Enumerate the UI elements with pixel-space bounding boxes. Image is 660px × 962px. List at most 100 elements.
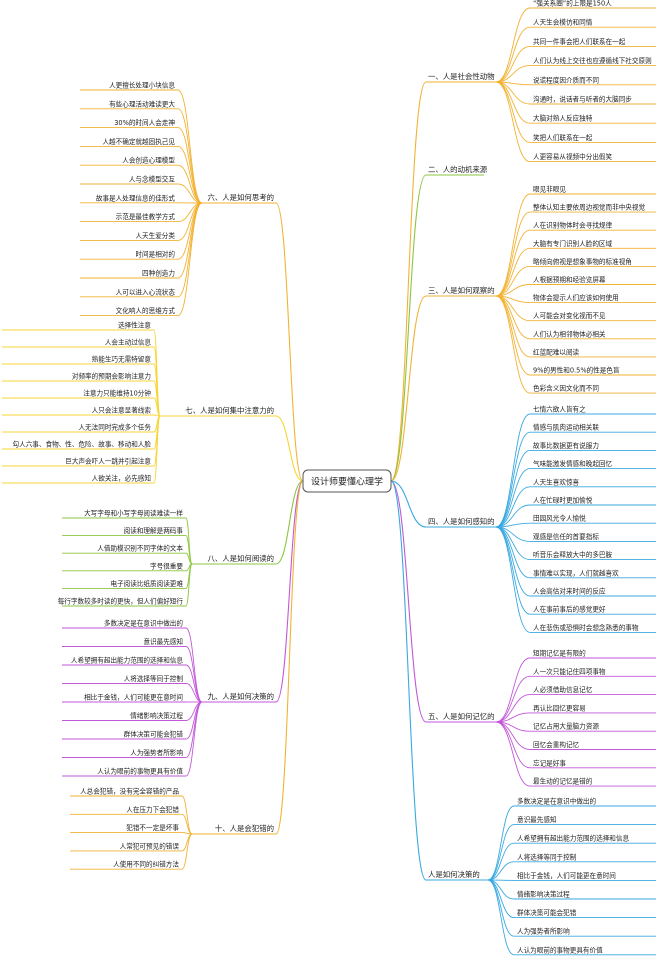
leaf-node-label[interactable]: 人们认为相邻物体必相关 <box>533 329 606 338</box>
branch-node-label[interactable]: 五、人是如何记忆的 <box>428 712 495 721</box>
leaf-node-label[interactable]: 人认为眼前的事物更具有价值 <box>97 767 183 776</box>
leaf-node-label[interactable]: 四种创造力 <box>142 269 175 278</box>
leaf-node-label[interactable]: 人借助模识别不同字体的文本 <box>97 544 183 553</box>
leaf-node-label[interactable]: 人们认为线上交往也应遵循线下社交原则 <box>533 56 652 65</box>
leaf-node-label[interactable]: 人总会犯错，没有完全容错的产品 <box>80 787 179 796</box>
leaf-node-label[interactable]: 情绪影响决策过程 <box>130 711 183 720</box>
leaf-node-label[interactable]: 说谎程度因介质而不同 <box>533 75 599 84</box>
leaf-node-label[interactable]: 情绪影响决策过程 <box>517 890 570 899</box>
leaf-node-label[interactable]: 人天生爱分类 <box>135 231 175 240</box>
leaf-node-label[interactable]: 相比于金钱，人们可能更在意时间 <box>517 871 616 880</box>
leaf-node-label[interactable]: 每行字数较多时读的更快，但人们偏好短行 <box>58 597 184 606</box>
leaf-node-label[interactable]: 人更擅长处理小块信息 <box>109 81 175 90</box>
branch-node-label[interactable]: 九、人是如何决策的 <box>207 692 274 701</box>
leaf-node-label[interactable]: 故事是人处理信息的佳形式 <box>96 193 176 202</box>
branch-node-label[interactable]: 三、人是如何观察的 <box>428 286 495 295</box>
leaf-node-label[interactable]: 文化响人的思维方式 <box>116 306 176 315</box>
leaf-node-label[interactable]: 物体会提示人们应该如何使用 <box>533 293 619 302</box>
leaf-node-label[interactable]: 人一次只能记住四项事物 <box>533 667 606 676</box>
leaf-node-label[interactable]: 大写字母和小写字母阅读难读一样 <box>84 509 183 518</box>
leaf-node-label[interactable]: 笑把人们联系在一起 <box>533 133 593 142</box>
leaf-node-label[interactable]: 人希望拥有超出能力范围的选择和信息 <box>71 656 183 665</box>
branch-node-label[interactable]: 七、人是如何集中注意力的 <box>185 406 274 415</box>
branch-node-label[interactable]: 四、人是如何感知的 <box>428 517 495 526</box>
leaf-node-label[interactable]: 回忆会重构记忆 <box>533 740 580 749</box>
leaf-node-label[interactable]: 注意力只能维持10分钟 <box>83 389 151 398</box>
leaf-node-label[interactable]: 勾人六事、食物、性、危险、故事、移动和人脸 <box>13 440 152 449</box>
leaf-node-label[interactable]: 意识最先感知 <box>517 815 557 824</box>
leaf-node-label[interactable]: 人将选择等同于控制 <box>124 674 184 683</box>
leaf-node-label[interactable]: 人可以进入心流状态 <box>116 287 176 296</box>
leaf-node-label[interactable]: 整体认知主要依周边视觉而非中央视觉 <box>533 203 645 212</box>
leaf-node-label[interactable]: 记忆占用大量脑力资源 <box>533 722 599 731</box>
leaf-node-label[interactable]: 情感与肌肉运动相关联 <box>533 423 599 432</box>
leaf-node-label[interactable]: 人会高估对来时间的反应 <box>533 587 606 596</box>
leaf-node-label[interactable]: 红蓝配难以阅读 <box>533 347 580 356</box>
leaf-node-label[interactable]: 人将选择等同于控制 <box>517 852 577 861</box>
leaf-node-label[interactable]: 人无法同时完成多个任务 <box>78 423 151 432</box>
leaf-node-label[interactable]: 七情六欲人皆有之 <box>533 405 586 414</box>
leaf-node-label[interactable]: 犯错不一定是坏事 <box>126 823 179 832</box>
leaf-node-label[interactable]: 人天生喜欢惊喜 <box>533 477 580 486</box>
leaf-node-label[interactable]: 人会创造心理模型 <box>122 156 175 165</box>
leaf-node-label[interactable]: 人在忙碌时更加愉悦 <box>533 496 593 505</box>
leaf-node-label[interactable]: 再认比回忆更容易 <box>533 703 586 712</box>
leaf-node-label[interactable]: 人根据预期和经验览屏幕 <box>533 275 606 284</box>
leaf-node-label[interactable]: 人可能会对变化视而不见 <box>533 311 606 320</box>
leaf-node-label[interactable]: 田园风光令人愉悦 <box>533 514 586 523</box>
leaf-node-label[interactable]: 示范是最佳教学方式 <box>116 212 176 221</box>
leaf-node-label[interactable]: 人越不确定就越固执己见 <box>102 137 175 146</box>
leaf-node-label[interactable]: 人在压力下会犯错 <box>126 805 179 814</box>
leaf-node-label[interactable]: 大脑对熟人反应独特 <box>533 114 593 123</box>
leaf-node-label[interactable]: 群体决策可能会犯错 <box>124 730 184 739</box>
leaf-node-label[interactable]: 多数决定是在意识中做出的 <box>104 619 184 628</box>
leaf-node-label[interactable]: 9%的男性和0.5%的性是色盲 <box>533 366 620 375</box>
branch-node-label[interactable]: 十、人是会犯错的 <box>215 824 274 833</box>
leaf-node-label[interactable]: 人为强势者所影响 <box>130 748 183 757</box>
leaf-node-label[interactable]: 眼见非眼见 <box>533 185 566 194</box>
leaf-node-label[interactable]: 沟通时，说话者与听者的大脑同步 <box>533 95 632 104</box>
leaf-node-label[interactable]: 电子阅读比纸质阅读更难 <box>110 579 183 588</box>
leaf-node-label[interactable]: 阅读和理解是两码事 <box>124 526 184 535</box>
leaf-node-label[interactable]: 略倾向俯视是想象事物的标准视角 <box>533 257 632 266</box>
root-node[interactable]: 设计师要懂心理学 <box>302 469 392 493</box>
leaf-node-label[interactable]: 人在事前事后的感觉更好 <box>533 605 606 614</box>
leaf-node-label[interactable]: 气味能激发情感和晚起回忆 <box>533 459 613 468</box>
leaf-node-label[interactable]: 巨大声会吓人一跳并引起注意 <box>65 457 151 466</box>
leaf-node-label[interactable]: 熟能生巧无需特留意 <box>92 355 152 364</box>
branch-node-label[interactable]: 六、人是如何思考的 <box>207 193 274 202</box>
leaf-node-label[interactable]: 最生动的记忆是错的 <box>533 777 593 786</box>
leaf-node-label[interactable]: 30%的时间人会走神 <box>114 118 175 127</box>
branch-node-label[interactable]: 一、人是社会性动物 <box>428 72 495 81</box>
leaf-node-label[interactable]: 人为强势者所影响 <box>517 927 570 936</box>
leaf-node-label[interactable]: 共同一件事会把人们联系在一起 <box>533 37 626 46</box>
leaf-node-label[interactable]: 选择性注意 <box>118 321 151 330</box>
leaf-node-label[interactable]: 相比于金钱，人们可能更在意时间 <box>84 693 183 702</box>
branch-node-label[interactable]: 八、人是如何阅读的 <box>207 554 274 563</box>
leaf-node-label[interactable]: 忘记是好事 <box>533 758 566 767</box>
leaf-node-label[interactable]: 人使用不同的纠错方法 <box>113 860 179 869</box>
leaf-node-label[interactable]: 人认为眼前的事物更具有价值 <box>517 945 603 954</box>
leaf-node-label[interactable]: 多数决定是在意识中做出的 <box>517 797 597 806</box>
leaf-node-label[interactable]: 事情难以实现，人们就越喜欢 <box>533 568 619 577</box>
leaf-node-label[interactable]: 字号很重要 <box>150 561 183 570</box>
branch-node-label[interactable]: 人是如何决策的 <box>428 870 480 879</box>
leaf-node-label[interactable]: 大脑有专门识别人脸的区域 <box>533 239 613 248</box>
leaf-node-label[interactable]: 群体决策可能会犯错 <box>517 908 577 917</box>
leaf-node-label[interactable]: 观感是信任的首要指标 <box>533 532 599 541</box>
leaf-node-label[interactable]: 人希望拥有超出能力范围的选择和信息 <box>517 834 629 843</box>
leaf-node-label[interactable]: 人会主动过信息 <box>105 338 152 347</box>
leaf-node-label[interactable]: 人在识别物体时会寻找规律 <box>533 221 613 230</box>
leaf-node-label[interactable]: 短期记忆是有限的 <box>533 649 586 658</box>
leaf-node-label[interactable]: 人在悲伤或恐惧时会想念熟悉的事物 <box>533 623 639 632</box>
leaf-node-label[interactable]: 有些心理活动难读更大 <box>109 99 175 108</box>
leaf-node-label[interactable]: 时间是相对的 <box>135 250 175 259</box>
leaf-node-label[interactable]: “强关系圈”的上限是150人 <box>533 0 612 8</box>
leaf-node-label[interactable]: 人更容易从视频中分出假笑 <box>533 152 613 161</box>
leaf-node-label[interactable]: 故事比数据更有说服力 <box>533 441 599 450</box>
leaf-node-label[interactable]: 人只会注意显著线索 <box>92 406 152 415</box>
leaf-node-label[interactable]: 意识最先感知 <box>143 637 183 646</box>
leaf-node-label[interactable]: 人天生会模仿和同情 <box>533 18 593 27</box>
branch-node-label[interactable]: 二、人的动机来源 <box>428 165 488 174</box>
leaf-node-label[interactable]: 人常犯可预见的错误 <box>120 841 180 850</box>
